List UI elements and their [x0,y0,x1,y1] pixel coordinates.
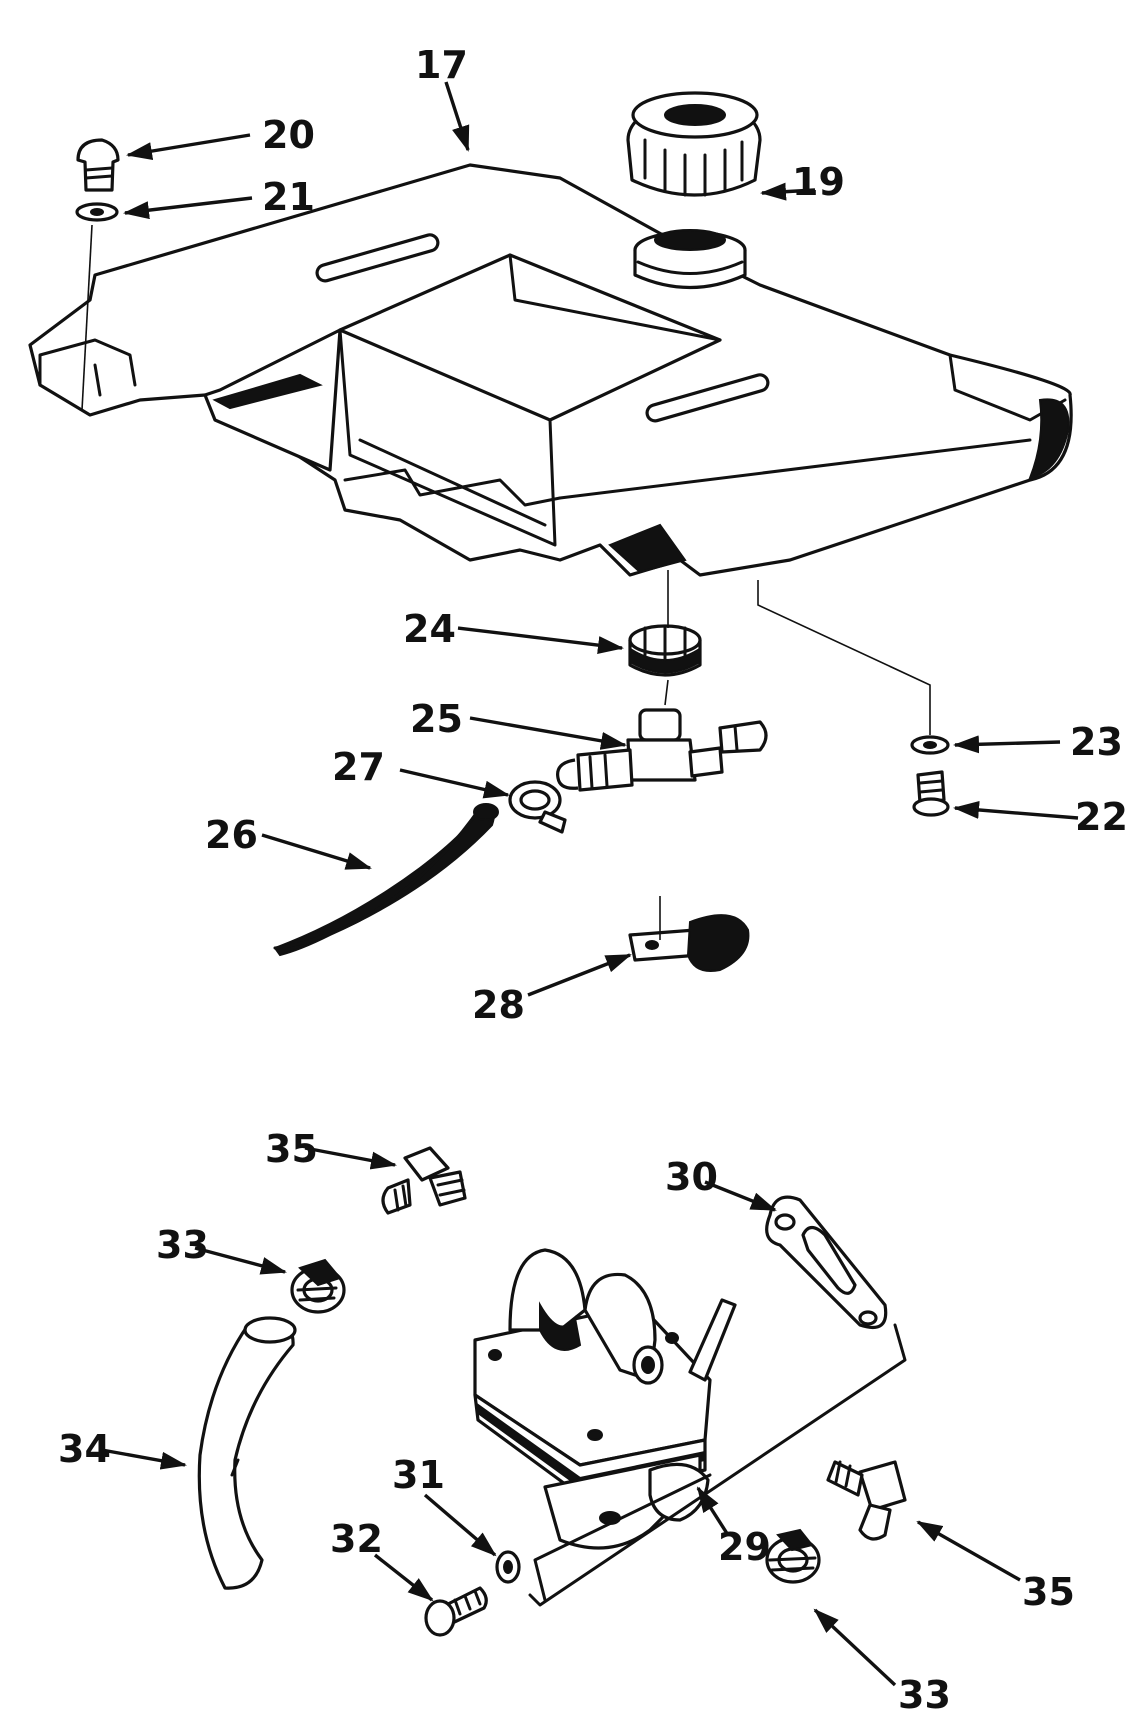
washer-31 [495,1550,521,1584]
fuel-hose-26 [273,803,499,957]
callout-35-top: 35 [265,1127,318,1171]
bolt-20 [76,138,120,192]
leader-26 [261,833,372,870]
hose-clamp-33-bottom [765,1528,821,1584]
leader-24 [457,626,624,655]
callout-31: 31 [392,1453,445,1497]
leader-17 [444,81,470,152]
hose-bracket-28 [628,914,750,972]
elbow-fitting-35-bottom [826,1460,907,1541]
leader-32 [373,1553,434,1602]
callout-19: 19 [792,160,845,204]
callout-21: 21 [262,175,315,219]
callout-17: 17 [415,43,468,87]
fuel-cap-19 [626,91,762,197]
callout-33-top: 33 [156,1223,209,1267]
callout-24: 24 [403,607,456,651]
leader-22 [953,800,1079,820]
leader-19 [760,182,816,201]
callout-27: 27 [332,745,385,789]
washer-21 [75,202,119,222]
bolt-22 [912,770,950,817]
grommet-24 [628,624,702,677]
callout-30: 30 [665,1155,718,1199]
callout-23: 23 [1070,720,1123,764]
callout-29: 29 [718,1525,771,1569]
fuel-valve-25 [556,708,768,792]
hose-clamp-27 [508,780,567,834]
leader-27 [399,768,510,799]
leader-28 [527,953,632,997]
callout-32: 32 [330,1517,383,1561]
screw-32 [424,1586,488,1637]
callout-34: 34 [58,1427,111,1471]
leader-35-top [304,1146,397,1170]
fuel-hose-34 [197,1316,297,1590]
callout-20: 20 [262,113,315,157]
leader-31 [423,1493,497,1557]
elbow-fitting-35-top [381,1146,467,1215]
leader-33-top [194,1246,287,1275]
hose-clamp-33-top [290,1258,346,1314]
callout-25: 25 [410,697,463,741]
leader-30 [704,1180,777,1212]
leader-35-bottom [916,1520,1021,1582]
leader-21 [123,196,253,220]
leader-23 [953,735,1061,754]
fuel-pump-29 [473,1248,907,1607]
callout-35-bottom: 35 [1022,1570,1075,1614]
leader-33-bottom [813,1608,897,1687]
leader-20 [126,133,251,160]
callout-28: 28 [472,983,525,1027]
assembly-line-24 [664,570,669,706]
leader-34 [101,1448,187,1470]
callout-labels: 17 20 21 19 24 25 27 26 28 23 22 35 33 3… [58,43,1128,1717]
gasket-30 [765,1195,888,1330]
assembly-line-22 [757,580,931,735]
callout-33-bottom: 33 [898,1673,951,1717]
washer-23 [910,735,950,755]
assembly-line-20 [81,224,93,411]
fuel-tank-17 [28,163,1073,577]
leader-25 [469,716,627,750]
leader-29 [696,1486,730,1536]
callout-22: 22 [1075,795,1128,839]
callout-26: 26 [205,813,258,857]
leader-arrows [101,81,1079,1687]
